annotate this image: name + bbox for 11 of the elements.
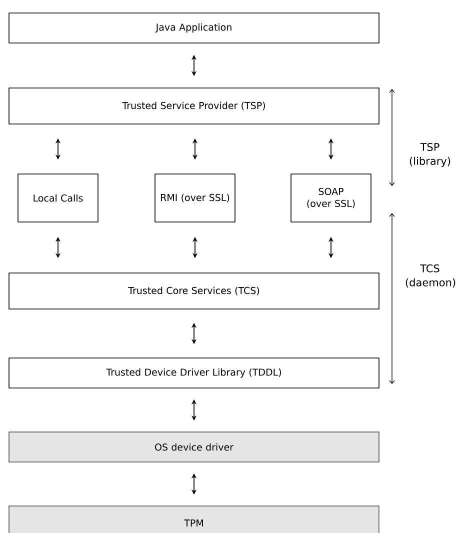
layer-box: OS device driver [8,432,380,462]
layer-box: Trusted Device Driver Library (TDDL) [8,358,380,388]
channel-box: RMI (over SSL) [154,174,236,222]
layer-box: Trusted Service Provider (TSP) [8,88,380,124]
channel-box: SOAP (over SSL) [290,174,372,222]
layer-box: Trusted Core Services (TCS) [8,272,380,310]
range-label: TSP (library) [410,143,450,167]
layer-box: Java Application [8,12,380,44]
range-label: TCS (daemon) [406,264,456,288]
channel-box: Local Calls [18,174,98,222]
layer-box: TPM [8,506,380,533]
